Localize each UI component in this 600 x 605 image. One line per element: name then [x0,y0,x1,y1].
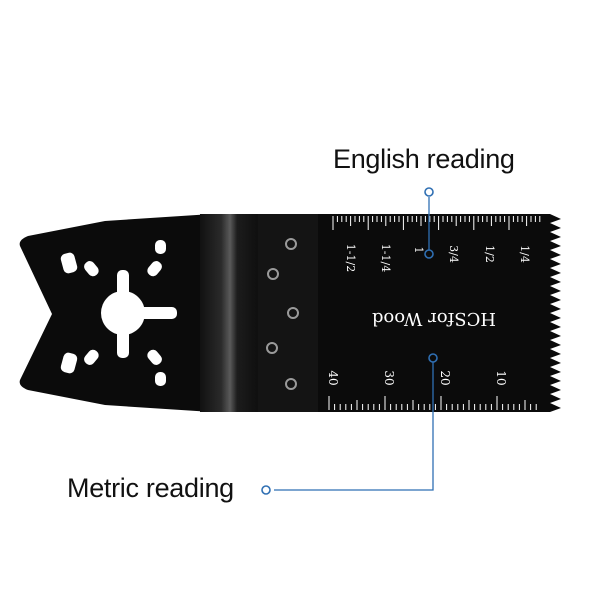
blade-teeth [550,214,561,412]
metric-end-dot [261,485,271,495]
metric-scale-ticks [328,396,537,410]
english-tick-label: 1/2 [483,245,496,263]
callout-dots [261,187,438,495]
english-tick-label: 1-1/2 [344,244,357,272]
english-blade-dot [424,249,434,259]
brand-text: HCSfor Wood [372,308,496,329]
blade-rivets [266,238,299,390]
mount-slots [60,240,177,386]
metric-reading-label: Metric reading [67,473,234,503]
english-scale-labels: 1-1/2 1-1/4 1 3/4 1/2 1/4 [344,244,531,272]
metric-scale-labels: 40 30 20 10 [326,370,508,385]
metric-tick-label: 20 [438,370,452,385]
english-tick-label: 1/4 [518,245,531,263]
english-tick-label: 1 [412,247,425,254]
english-tick-label: 3/4 [447,245,460,263]
metric-tick-label: 10 [494,370,508,385]
metric-tick-label: 30 [382,370,396,385]
english-reading-label: English reading [333,144,515,174]
english-scale-ticks [332,216,541,230]
english-tick-label: 1-1/4 [379,244,392,272]
callout-lines [274,197,434,491]
metric-blade-dot [428,353,438,363]
english-top-dot [424,187,434,197]
metric-tick-label: 40 [326,370,340,385]
blade-shank [200,214,260,412]
